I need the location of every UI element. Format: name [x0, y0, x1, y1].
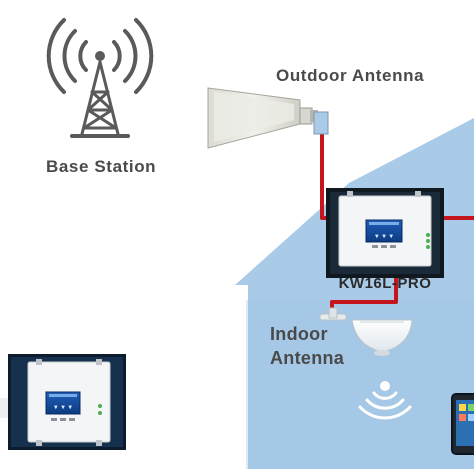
svg-text:▼ ▼ ▼: ▼ ▼ ▼: [375, 233, 393, 240]
svg-text:▼ ▼ ▼: ▼ ▼ ▼: [54, 404, 72, 411]
booster-model-label: KW16L-PRO: [326, 271, 444, 292]
indoor-antenna-label-line1: Indoor: [270, 324, 328, 344]
booster-product-image: ▼ ▼ ▼: [0, 354, 126, 450]
wifi-signal-icon: [358, 381, 412, 420]
house-left-margin: [180, 300, 236, 469]
outdoor-antenna-label: Outdoor Antenna: [276, 66, 425, 85]
panel-antenna-icon: [207, 87, 329, 149]
indoor-antenna-label-line2: Antenna: [270, 348, 345, 368]
ceiling-antenna-icon: [319, 307, 413, 356]
indoor-antenna-label: Indoor Antenna: [270, 322, 344, 370]
smartphone-icon: [451, 393, 474, 455]
signal-booster-icon: ▼ ▼ ▼: [326, 188, 444, 278]
cell-tower-icon: [46, 18, 154, 138]
base-station-label: Base Station: [46, 157, 157, 176]
